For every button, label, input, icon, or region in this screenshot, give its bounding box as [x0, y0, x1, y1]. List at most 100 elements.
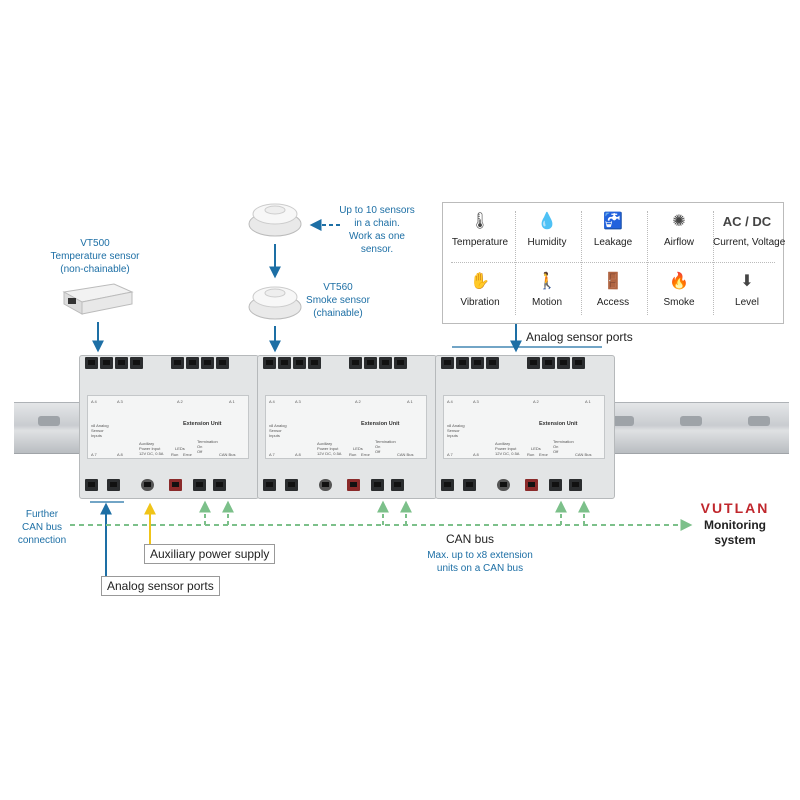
unit-power-text: 12V DC, 0.5A: [139, 451, 164, 456]
thermometer-icon: 🌡: [469, 213, 491, 230]
unit-power-text: Auxiliary: [317, 441, 333, 446]
vt500-label: VT500 Temperature sensor (non-chainable): [40, 237, 150, 276]
sensor-type-access: 🚪 Access: [581, 265, 645, 321]
sensor-type-label: Humidity: [527, 237, 567, 248]
rail-slot: [612, 416, 634, 426]
sensor-type-label: Motion: [531, 297, 562, 308]
can-bus-note: Max. up to x8 extension units on a CAN b…: [410, 549, 550, 575]
unit-led-run: Run: [349, 452, 357, 457]
port-label: A 8: [473, 452, 479, 457]
sensor-type-leakage: 🚰 Leakage: [581, 205, 645, 261]
rail-slot: [680, 416, 702, 426]
unit-termination-text: On: [197, 444, 203, 449]
unit-termination-text: Off: [375, 449, 381, 454]
unit-leds-text: LEDs: [175, 446, 185, 451]
unit-inputs-text: Inputs: [269, 433, 280, 438]
sensor-type-label: Level: [735, 297, 759, 308]
port-label: A 1: [585, 399, 591, 404]
unit-power-text: 12V DC, 0.5A: [317, 451, 342, 456]
sensor-type-label: Smoke: [663, 297, 695, 308]
sensor-type-label: Vibration: [460, 297, 500, 308]
sensor-type-airflow: ✺ Airflow: [647, 205, 711, 261]
unit-power-text: Auxiliary: [139, 441, 155, 446]
sensor-type-humidity: 💧 Humidity: [515, 205, 579, 261]
sensor-type-vibration: ✋ Vibration: [448, 265, 512, 321]
can-bus-title: CAN bus: [446, 532, 495, 546]
unit-power-text: Power Input: [317, 446, 339, 451]
unit-led-error: Error: [539, 452, 548, 457]
sensor-type-label: Access: [596, 297, 630, 308]
unit-leds-text: LEDs: [353, 446, 363, 451]
sensor-type-label: Airflow: [663, 237, 694, 248]
flame-icon: 🔥: [669, 273, 689, 290]
port-label: A 7: [447, 452, 453, 457]
unit-power-text: 12V DC, 0.5A: [495, 451, 520, 456]
chain-note-line: in a chain.: [354, 218, 400, 229]
monitoring-line: system: [714, 533, 756, 547]
sensor-type-current-voltage: AC / DC Current, Voltage: [713, 205, 786, 261]
unit-power-text: Power Input: [495, 446, 517, 451]
bottom-analog-ports-label: Analog sensor ports: [101, 576, 220, 596]
unit-can-bus-text: CAN Bus: [397, 452, 414, 457]
extension-unit-1: A 4 A 3 A 2 A 1 x8 Analog Sensor Inputs …: [79, 355, 259, 499]
unit-led-error: Error: [183, 452, 192, 457]
unit-inputs-text: x8 Analog: [447, 423, 465, 428]
port-label: A 7: [269, 452, 275, 457]
vt500-note: (non-chainable): [60, 264, 130, 275]
port-label: A 3: [473, 399, 479, 404]
vt560-model: VT560: [323, 282, 353, 293]
unit-termination-text: Termination: [375, 439, 396, 444]
chain-note-line: sensor.: [360, 244, 394, 255]
further-can-label: Further CAN bus connection: [14, 508, 70, 547]
port-label: A 4: [91, 399, 97, 404]
sensor-type-temperature: 🌡 Temperature: [448, 205, 512, 261]
unit-inputs-text: Sensor: [91, 428, 104, 433]
smoke-sensor-image-top: [248, 203, 302, 237]
sensor-types-panel: 🌡 Temperature 💧 Humidity 🚰 Leakage ✺ Air…: [442, 202, 786, 324]
unit-led-error: Error: [361, 452, 370, 457]
sensor-type-label: Leakage: [593, 237, 633, 248]
door-icon: 🚪: [603, 273, 623, 290]
sensor-type-motion: 🚶 Motion: [515, 265, 579, 321]
unit-termination-text: On: [375, 444, 381, 449]
sensor-type-label: Current, Voltage: [713, 237, 786, 248]
chain-note-line: Up to 10 sensors: [339, 205, 415, 216]
further-can-line: CAN bus: [21, 522, 62, 533]
aux-power-label: Auxiliary power supply: [144, 544, 276, 564]
vutlan-logo: VUTLAN: [700, 500, 770, 516]
vt560-label: VT560 Smoke sensor (chainable): [300, 281, 376, 320]
further-can-line: Further: [25, 509, 59, 520]
vibration-icon: ✋: [470, 273, 490, 290]
port-label: A 1: [407, 399, 413, 404]
unit-power-text: Auxiliary: [495, 441, 511, 446]
sensor-type-level: ⬇ Level: [713, 265, 781, 321]
unit-title: Extension Unit: [361, 421, 400, 427]
unit-termination-text: Termination: [197, 439, 218, 444]
can-bus-note-line: Max. up to x8 extension: [427, 550, 533, 561]
can-bus-note-line: units on a CAN bus: [436, 563, 524, 574]
further-can-line: connection: [17, 535, 67, 546]
chain-note: Up to 10 sensors in a chain. Work as one…: [327, 204, 427, 256]
vt560-note: (chainable): [313, 308, 363, 319]
motion-icon: 🚶: [537, 273, 557, 290]
sensor-type-label: Temperature: [451, 237, 509, 248]
unit-inputs-text: Inputs: [91, 433, 102, 438]
rail-slot: [38, 416, 60, 426]
unit-title: Extension Unit: [183, 421, 222, 427]
vt500-device-image: [62, 283, 134, 315]
chain-note-line: Work as one: [349, 231, 405, 242]
unit-can-bus-text: CAN Bus: [219, 452, 236, 457]
vt500-name: Temperature sensor: [50, 251, 140, 262]
monitoring-system-label: Monitoring system: [690, 518, 780, 548]
vt560-name: Smoke sensor: [306, 295, 370, 306]
unit-inputs-text: x8 Analog: [269, 423, 287, 428]
level-icon: ⬇: [740, 273, 754, 290]
unit-inputs-text: Sensor: [447, 428, 460, 433]
port-label: A 8: [295, 452, 301, 457]
extension-unit-3: A 4 A 3 A 2 A 1 x8 Analog Sensor Inputs …: [435, 355, 615, 499]
port-label: A 1: [229, 399, 235, 404]
monitoring-line: Monitoring: [704, 518, 766, 532]
acdc-icon: AC / DC: [722, 214, 772, 229]
unit-power-text: Power Input: [139, 446, 161, 451]
